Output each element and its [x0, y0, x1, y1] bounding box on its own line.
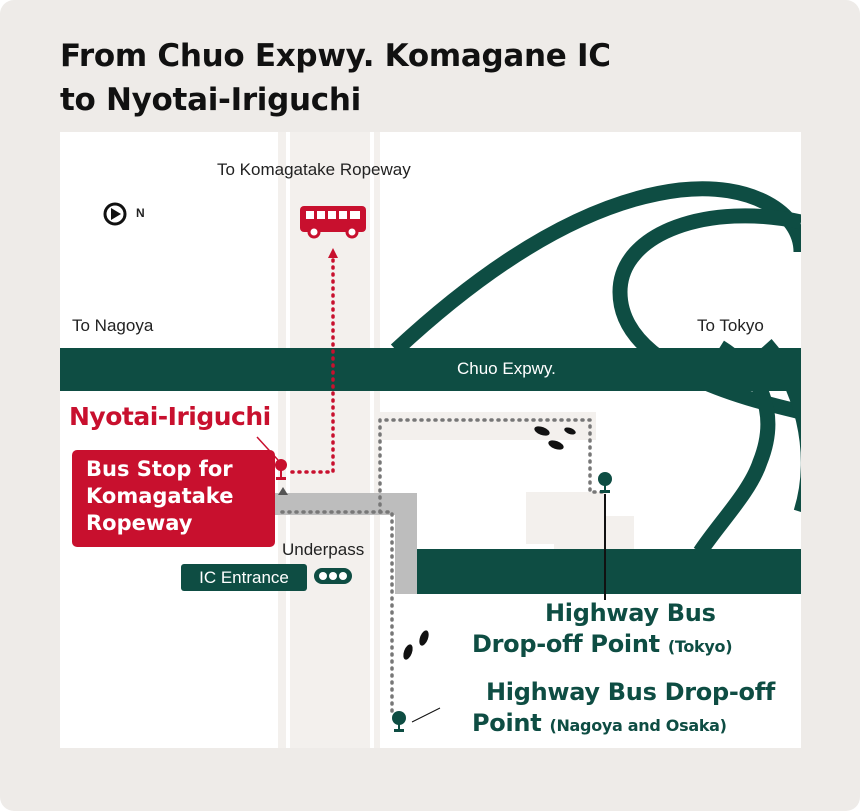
parking-area [378, 412, 596, 440]
ramp-outer-loop [612, 208, 801, 420]
highway-nagoya-line1: Highway Bus Drop-off [486, 678, 775, 706]
stop-box-line: Ropeway [86, 511, 193, 535]
highway-stop-tokyo-icon [598, 472, 612, 493]
highway-nagoya-line2-text: Point [472, 709, 542, 737]
underpass-label: Underpass [282, 540, 365, 559]
north-arrow-icon [103, 202, 127, 226]
nagoya-direction-label: To Nagoya [72, 316, 154, 335]
north-label: N [136, 206, 145, 220]
ropeway-direction-label: To Komagatake Ropeway [217, 160, 411, 179]
local-road-edge [286, 132, 290, 748]
underpass-arrow [278, 487, 288, 495]
route-arrow-up [328, 248, 338, 258]
highway-tokyo-line1: Highway Bus [545, 599, 716, 627]
local-road-strip [278, 132, 380, 748]
route-map: N To Komagatake Ropeway To Nagoya To Tok… [60, 132, 801, 748]
page-title: From Chuo Expwy. Komagane IC to Nyotai-I… [60, 34, 611, 122]
stop-name: Nyotai-Iriguchi [69, 402, 271, 431]
stop-box-line: Komagatake [86, 484, 234, 508]
highway-stop-nagoya-icon [392, 711, 406, 732]
nagoya-stop-pointer [411, 707, 441, 723]
local-road-edge [370, 132, 374, 748]
highway-tokyo-line2-text: Drop-off Point [472, 630, 660, 658]
walk-path-upper [378, 418, 607, 514]
ic-entrance-label: IC Entrance [181, 564, 307, 591]
bus-icon [300, 206, 366, 239]
route-to-ropeway [290, 255, 335, 474]
highway-nagoya-sub: (Nagoya and Osaka) [549, 716, 727, 735]
stop-box: Bus Stop for Komagatake Ropeway [72, 450, 275, 547]
chuo-expressway [60, 348, 801, 391]
expressway-label: Chuo Expwy. [457, 359, 556, 378]
highway-tokyo-line2: Drop-off Point (Tokyo) [472, 630, 733, 658]
footprints-icon [403, 630, 429, 660]
traffic-signal-icon [314, 568, 352, 584]
highway-tokyo-sub: (Tokyo) [667, 637, 733, 656]
title-line-2: to Nyotai-Iriguchi [60, 82, 361, 118]
underpass-walkway [274, 493, 417, 594]
highway-nagoya-line2: Point (Nagoya and Osaka) [472, 709, 727, 737]
map-graphics [60, 132, 801, 748]
bus-stop-icon [275, 459, 287, 480]
stop-box-line: Bus Stop for [86, 457, 233, 481]
walk-path-lower [280, 510, 394, 719]
title-line-1: From Chuo Expwy. Komagane IC [60, 38, 611, 74]
tokyo-direction-label: To Tokyo [697, 316, 764, 335]
footprints-icon [534, 426, 576, 450]
